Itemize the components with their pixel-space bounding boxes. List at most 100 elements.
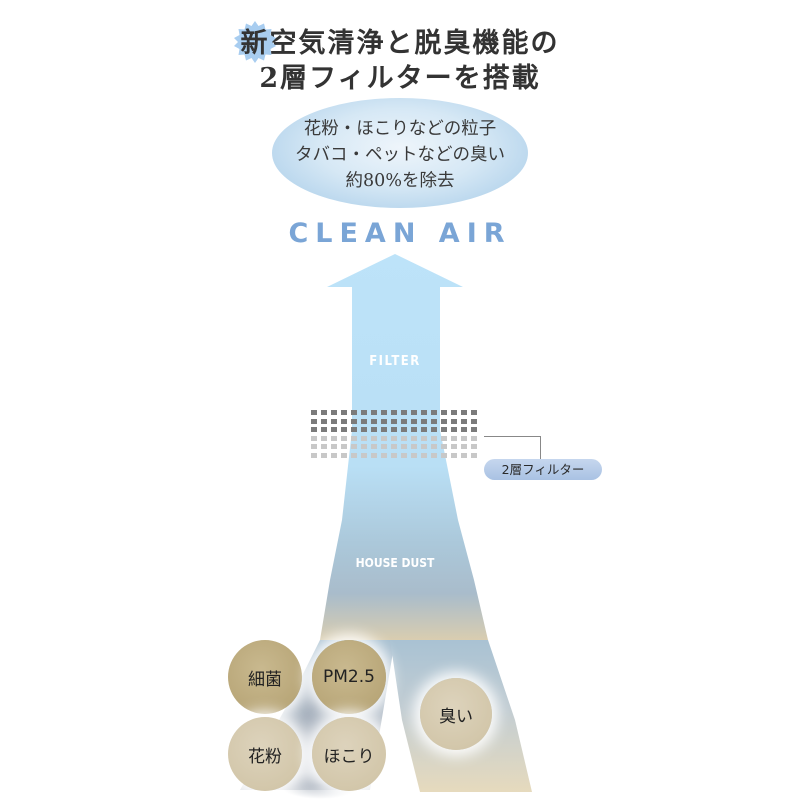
filter-cell [331,444,337,449]
filter-cell [471,444,477,449]
filter-cell [321,418,327,424]
filter-cell [401,452,407,458]
filter-cell [321,435,327,441]
filter-cell [371,418,377,424]
new-badge-char: 新 [240,28,270,59]
particle-label: ほこり [323,746,375,767]
callout-line [484,436,540,437]
filter-cell [371,410,377,415]
filter-cell [421,410,427,415]
filter-cell [351,435,357,441]
starburst-seal-icon [233,21,276,63]
filter-cell [311,444,317,449]
filter-cell [471,410,477,415]
filter-cell [381,418,387,424]
filter-cell [401,427,407,432]
filter-cell [381,427,387,432]
filter-cell [341,427,347,432]
filter-cell [341,410,347,415]
filter-cell [431,444,437,449]
filter-cell [431,452,437,458]
filter-cell [431,418,437,424]
filter-cell [461,444,467,449]
particle-label: 臭い [439,706,473,727]
filter-cell [461,452,467,458]
filter-cell [411,452,417,458]
filter-cell [331,452,337,458]
filter-cell [381,444,387,449]
filter-cell [471,452,477,458]
filter-cell [401,435,407,441]
benefit-line: 約80%を除去 [345,171,455,191]
filter-cell [341,435,347,441]
benefit-line: 花粉・ほこりなどの粒子 [303,119,497,139]
filter-cell [411,444,417,449]
filter-cell [381,410,387,415]
filter-cell [341,418,347,424]
filter-cell [421,452,427,458]
filter-cell [431,410,437,415]
benefit-text: 花粉・ほこりなどの粒子 タバコ・ペットなどの臭い 約80%を除去 [272,116,528,194]
house-dust-label: HOUSE DUST [355,556,435,570]
filter-cell [461,427,467,432]
filter-cell [411,410,417,415]
filter-cell [451,435,457,441]
filter-cell [431,427,437,432]
particle-pm25: PM2.5 [312,640,386,714]
filter-cell [441,418,447,424]
filter-cell [341,444,347,449]
filter-cell [311,452,317,458]
filter-cell [321,444,327,449]
filter-cell [411,427,417,432]
benefit-cloud [272,98,528,208]
filter-cell [461,435,467,441]
filter-cell [441,435,447,441]
filter-cell [321,452,327,458]
filter-cell [351,418,357,424]
filter-cell [391,410,397,415]
filter-cell [321,410,327,415]
filter-cell [361,410,367,415]
filter-cell [401,418,407,424]
filter-cell [371,435,377,441]
filter-cell [361,435,367,441]
filter-cell [391,418,397,424]
filter-cell [361,452,367,458]
filter-cell [331,410,337,415]
filter-cell [451,444,457,449]
clean-air-label: CLEAN AIR [288,218,512,249]
particle-odor: 臭い [420,678,492,750]
filter-cell [391,435,397,441]
headline-line2: 2層フィルターを搭載 [259,63,541,94]
particle-label: 細菌 [248,669,282,690]
filter-cell [381,435,387,441]
filter-cell [451,427,457,432]
filter-cell [361,418,367,424]
filter-cell [361,444,367,449]
particle-label: 花粉 [248,746,282,767]
filter-cell [351,427,357,432]
filter-cell [421,427,427,432]
new-badge: 新 [233,21,276,63]
filter-cell [421,435,427,441]
filter-cell [451,410,457,415]
filter-cell [451,418,457,424]
filter-label: FILTER [369,354,421,369]
filter-cell [461,418,467,424]
filter-cell [401,444,407,449]
filter-cell [471,435,477,441]
filter-cell [411,418,417,424]
filter-cell [391,427,397,432]
filter-cell [311,418,317,424]
filter-cell [351,444,357,449]
filter-cell [441,427,447,432]
filter-cell [331,435,337,441]
filter-cell [381,452,387,458]
filter-cell [411,435,417,441]
filter-cell [441,410,447,415]
filter-cell [371,427,377,432]
particle-pollen: 花粉 [228,717,302,791]
filter-cell [341,452,347,458]
filter-cell [451,452,457,458]
headline-line1: 空気清浄と脱臭機能の [269,28,560,59]
